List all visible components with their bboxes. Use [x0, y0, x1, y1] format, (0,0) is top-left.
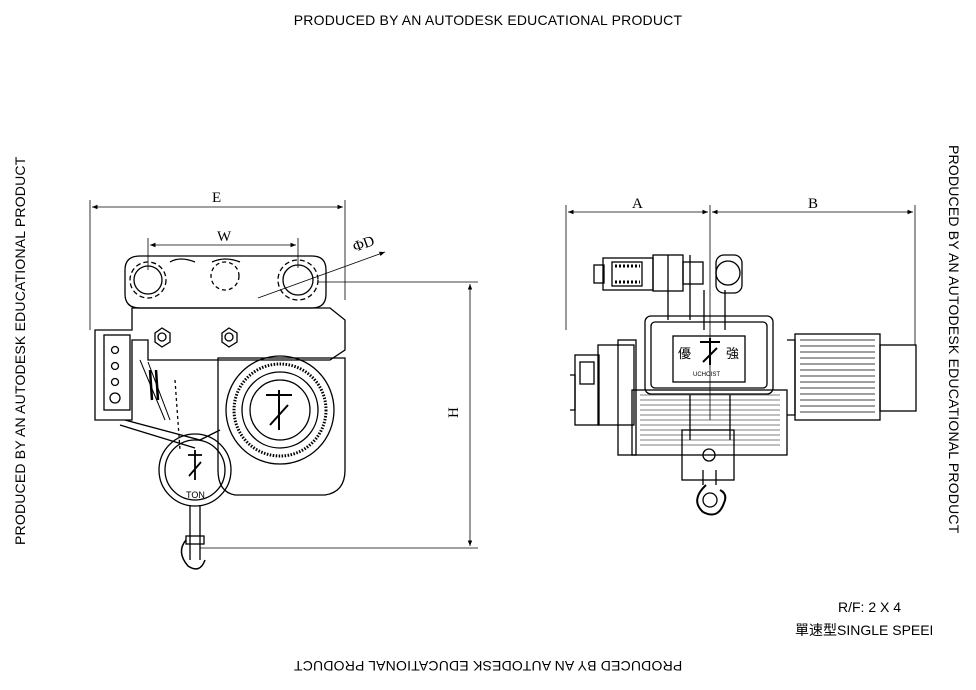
brand-logo-icon: [700, 338, 720, 365]
trolley-wheel-left: [129, 261, 167, 299]
ton-label: TON: [186, 490, 205, 500]
drum-body: [631, 389, 788, 456]
dimension-w-label: W: [217, 229, 232, 245]
hoist-housing: [644, 315, 774, 395]
ratio-note: R/F: 2 X 4: [838, 599, 902, 615]
hook-block: [681, 429, 735, 481]
hook-right: [696, 484, 727, 516]
dimension-b-label: B: [808, 196, 818, 212]
nut-left: [154, 327, 171, 348]
dimension-d-label: ΦD: [351, 233, 377, 256]
brand-char-right: 強: [726, 347, 739, 362]
speed-note: 單速型SINGLE SPEED: [795, 622, 932, 638]
brand-name: UCHOIST: [693, 372, 720, 378]
trolley-wheel-right: [277, 259, 319, 301]
dimension-a-label: A: [632, 196, 643, 212]
side-view: [89, 200, 478, 570]
dimension-h-label: H: [446, 407, 462, 418]
watermark-top: PRODUCED BY AN AUTODESK EDUCATIONAL PROD…: [293, 12, 683, 28]
brand-char-left: 優: [678, 347, 691, 362]
gear-disc: [225, 355, 335, 465]
dimension-e-label: E: [212, 190, 221, 206]
hoist-motor: [794, 333, 881, 421]
front-view: [565, 205, 917, 516]
trolley-motor: [602, 257, 654, 291]
brand-plate: [672, 335, 746, 383]
trolley-frame: [124, 255, 327, 309]
hook-left: [180, 539, 206, 570]
load-wheel: [158, 433, 232, 507]
hoist-body: [217, 357, 346, 496]
nut-right: [221, 327, 238, 348]
dimension-d-leader: [257, 251, 386, 299]
side-plate: [94, 307, 346, 421]
gear-box: [597, 344, 635, 426]
